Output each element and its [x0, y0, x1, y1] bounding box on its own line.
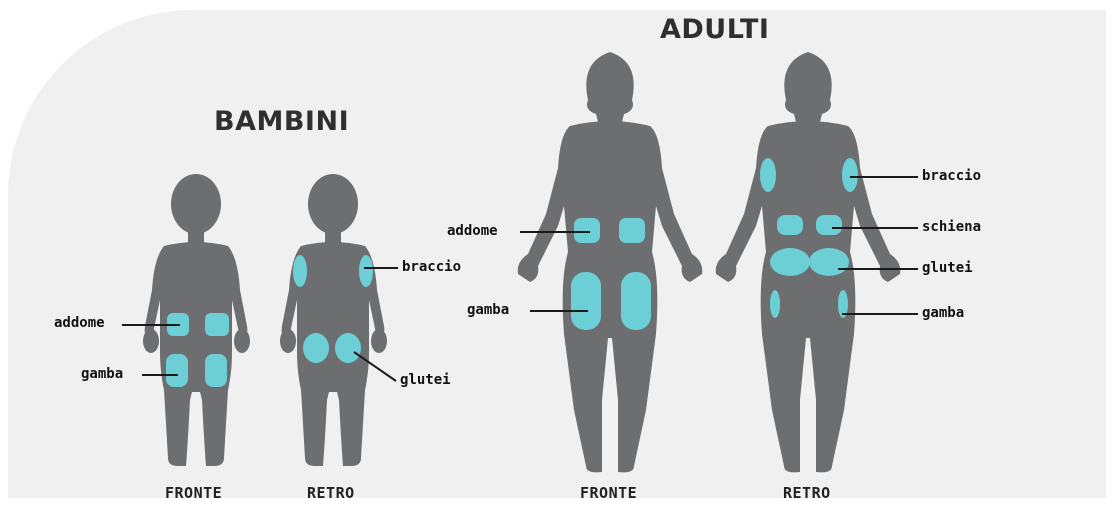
children-title: BAMBINI	[214, 106, 349, 137]
children-front-caption: FRONTE	[165, 484, 222, 502]
child-back-figure	[280, 174, 387, 466]
adult-back-arm-label: braccio	[922, 168, 981, 184]
child-back-arm-label: braccio	[402, 259, 461, 275]
child-front-figure	[143, 174, 250, 466]
child-front-leg-label: gamba	[81, 366, 123, 382]
adult-front-leg-label: gamba	[467, 302, 509, 318]
adult-front-abdomen-label: addome	[447, 223, 498, 239]
adult-back-glutes-label: glutei	[922, 260, 973, 276]
adults-title: ADULTI	[660, 14, 769, 45]
adults-back-caption: RETRO	[783, 484, 831, 502]
adults-front-caption: FRONTE	[580, 484, 637, 502]
adult-back-leg-label: gamba	[922, 305, 964, 321]
children-back-caption: RETRO	[307, 484, 355, 502]
adult-back-back-label: schiena	[922, 219, 981, 235]
child-back-glutes-label: glutei	[400, 372, 451, 388]
child-front-abdomen-label: addome	[54, 315, 105, 331]
adult-front-figure	[518, 52, 703, 472]
